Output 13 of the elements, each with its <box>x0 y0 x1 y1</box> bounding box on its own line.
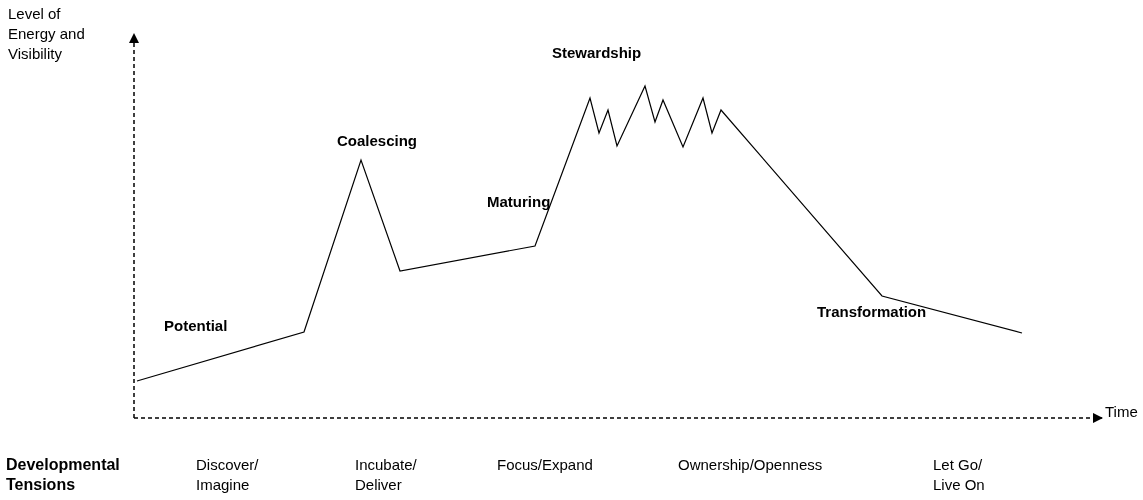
stage-label: Maturing <box>487 192 552 212</box>
tension-label: Incubate/ Deliver <box>355 455 418 495</box>
tension-label: Discover/ Imagine <box>196 455 260 495</box>
stage-label: Transformation <box>817 302 928 322</box>
row-heading: Developmental Tensions <box>6 455 121 495</box>
tension-label: Ownership/Openness <box>678 455 824 475</box>
stage-label: Stewardship <box>552 43 643 63</box>
axis-title: Level of Energy and Visibility <box>8 4 86 64</box>
tension-label: Focus/Expand <box>497 455 594 475</box>
axis-title: Time <box>1105 402 1139 422</box>
tension-label: Let Go/ Live On <box>933 455 986 495</box>
stage-label: Potential <box>164 316 229 336</box>
stage-label: Coalescing <box>337 131 419 151</box>
